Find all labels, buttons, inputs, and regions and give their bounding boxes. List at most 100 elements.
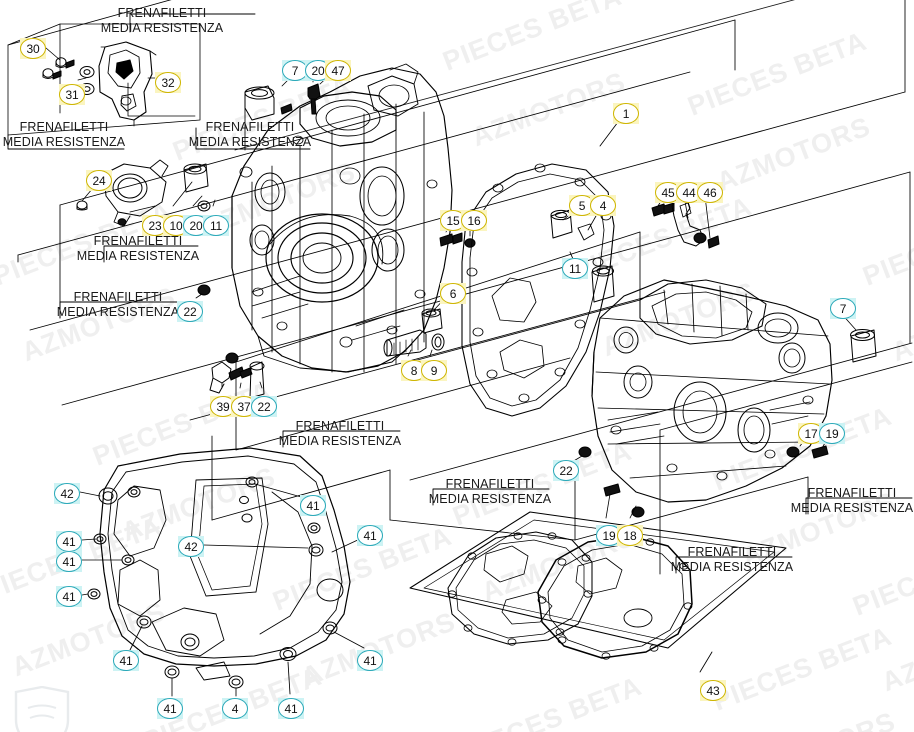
callout-41[interactable]: 41 [56,531,82,552]
callout-32[interactable]: 32 [155,72,181,93]
callout-number: 41 [284,701,298,716]
callout-22[interactable]: 22 [553,460,579,481]
callout-number: 31 [65,87,79,102]
callout-number: 41 [306,498,320,513]
callout-number: 6 [449,286,457,301]
callout-ring [300,495,326,516]
dowel-pins-22 [195,284,592,463]
callout-number: 7 [839,301,847,316]
callout-number: 5 [578,198,586,213]
callout-ring [421,360,447,381]
callout-number: 8 [410,363,418,378]
callout-ring [357,525,383,546]
callout-16[interactable]: 16 [461,210,487,231]
callout-ring [562,258,588,279]
note-line1: FRENAFILETTI [295,419,385,433]
callout-number: 19 [825,426,839,441]
callout-20[interactable]: 20 [305,60,331,81]
callout-number: 17 [804,426,818,441]
callout-number: 46 [703,185,717,200]
callout-19[interactable]: 19 [819,423,845,444]
callout-1[interactable]: 1 [613,103,639,124]
callout-41[interactable]: 41 [357,650,383,671]
callout-41[interactable]: 41 [56,586,82,607]
gasket-set-43 [409,511,787,673]
left-cover-gasket [87,447,351,689]
callout-30[interactable]: 30 [20,38,46,59]
callout-20[interactable]: 20 [183,215,209,236]
callout-number: 22 [257,399,271,414]
callout-ring [553,460,579,481]
callout-41[interactable]: 41 [300,495,326,516]
callout-number: 10 [169,218,183,233]
callout-ring [20,38,46,59]
note-line2: MEDIA RESISTENZA [428,491,552,506]
callout-number: 7 [291,63,299,78]
callout-44[interactable]: 44 [676,182,702,203]
callout-43[interactable]: 43 [700,680,726,701]
note-frenafiletti: FRENAFILETTI MEDIA RESISTENZA [2,120,126,150]
callout-41[interactable]: 41 [157,698,183,719]
sensor-parts-39-37 [209,361,265,399]
callout-31[interactable]: 31 [59,84,85,105]
callout-6[interactable]: 6 [440,283,466,304]
note-leader-lines [7,13,913,574]
callout-22[interactable]: 22 [251,396,277,417]
callout-46[interactable]: 46 [697,182,723,203]
callout-23[interactable]: 23 [142,215,168,236]
callout-number: 22 [559,463,573,478]
screws-15-16 [439,223,476,248]
callout-number: 1 [622,106,630,121]
note-line1: FRENAFILETTI [93,234,183,248]
callout-ring [177,301,203,322]
callout-ring [155,72,181,93]
note-line2: MEDIA RESISTENZA [670,559,794,574]
callout-4[interactable]: 4 [222,698,248,719]
callout-18[interactable]: 18 [617,525,643,546]
note-line1: FRENAFILETTI [19,120,109,134]
callout-9[interactable]: 9 [421,360,447,381]
callout-number: 19 [602,528,616,543]
callout-19[interactable]: 19 [596,525,622,546]
callout-37[interactable]: 37 [231,396,257,417]
callout-number: 41 [119,653,133,668]
callout-4[interactable]: 4 [590,195,616,216]
callout-ring [278,698,304,719]
note-line2: MEDIA RESISTENZA [278,433,402,448]
note-line1: FRENAFILETTI [445,477,535,491]
callout-number: 4 [231,701,239,716]
note-line2: MEDIA RESISTENZA [188,134,312,149]
note-line1: FRENAFILETTI [73,290,163,304]
callout-10[interactable]: 10 [163,215,189,236]
callout-22[interactable]: 22 [177,301,203,322]
callout-number: 41 [62,554,76,569]
callout-ring [830,298,856,319]
callout-45[interactable]: 45 [655,182,681,203]
callout-ring [178,536,204,557]
callout-41[interactable]: 41 [278,698,304,719]
callout-15[interactable]: 15 [440,210,466,231]
callout-41[interactable]: 41 [56,551,82,572]
callout-11[interactable]: 11 [562,258,588,279]
callout-17[interactable]: 17 [798,423,824,444]
isometric-reference-planes [7,0,913,575]
note-line1: FRENAFILETTI [117,6,207,20]
callout-41[interactable]: 41 [357,525,383,546]
callout-number: 45 [661,185,675,200]
callout-number: 41 [363,528,377,543]
callout-42[interactable]: 42 [54,483,80,504]
callout-42[interactable]: 42 [178,536,204,557]
callout-47[interactable]: 47 [325,60,351,81]
callout-24[interactable]: 24 [86,170,112,191]
callout-7[interactable]: 7 [830,298,856,319]
callout-41[interactable]: 41 [113,650,139,671]
callout-ring [222,698,248,719]
callout-number: 44 [682,185,696,200]
note-line1: FRENAFILETTI [687,545,777,559]
callout-number: 20 [311,63,325,78]
callout-ring [251,396,277,417]
callout-11[interactable]: 11 [203,215,229,236]
callout-number: 42 [60,486,74,501]
callout-ring [700,680,726,701]
callout-ring [54,483,80,504]
